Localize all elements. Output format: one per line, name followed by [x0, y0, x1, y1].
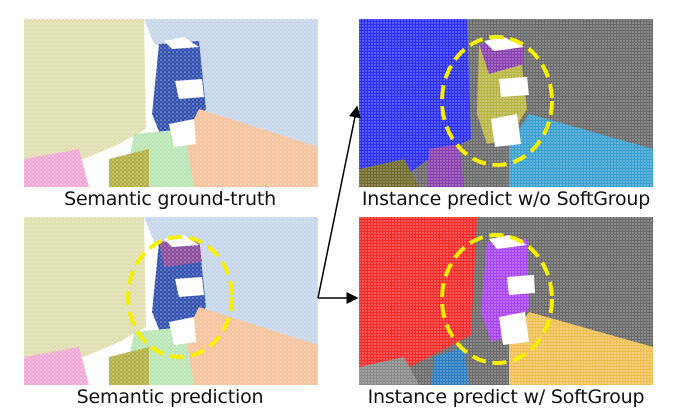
panel-instance-without-softgroup [359, 19, 653, 187]
caption-semantic-ground-truth: Semantic ground-truth [64, 188, 276, 210]
caption-instance-without-softgroup: Instance predict w/o SoftGroup [361, 188, 651, 210]
caption-semantic-prediction: Semantic prediction [76, 386, 264, 408]
instance-wo-pointcloud-image [359, 19, 653, 187]
caption-instance-with-softgroup: Instance predict w/ SoftGroup [367, 386, 645, 408]
highlight-ellipse [440, 233, 554, 365]
semantic-gt-pointcloud-image [24, 19, 318, 187]
instance-w-pointcloud-image [359, 217, 653, 385]
panel-instance-with-softgroup [359, 217, 653, 385]
panel-semantic-prediction [24, 217, 318, 385]
highlight-ellipse [440, 35, 554, 167]
panel-semantic-ground-truth [24, 19, 318, 187]
highlight-ellipse [126, 235, 234, 359]
semantic-pred-pointcloud-image [24, 217, 318, 385]
